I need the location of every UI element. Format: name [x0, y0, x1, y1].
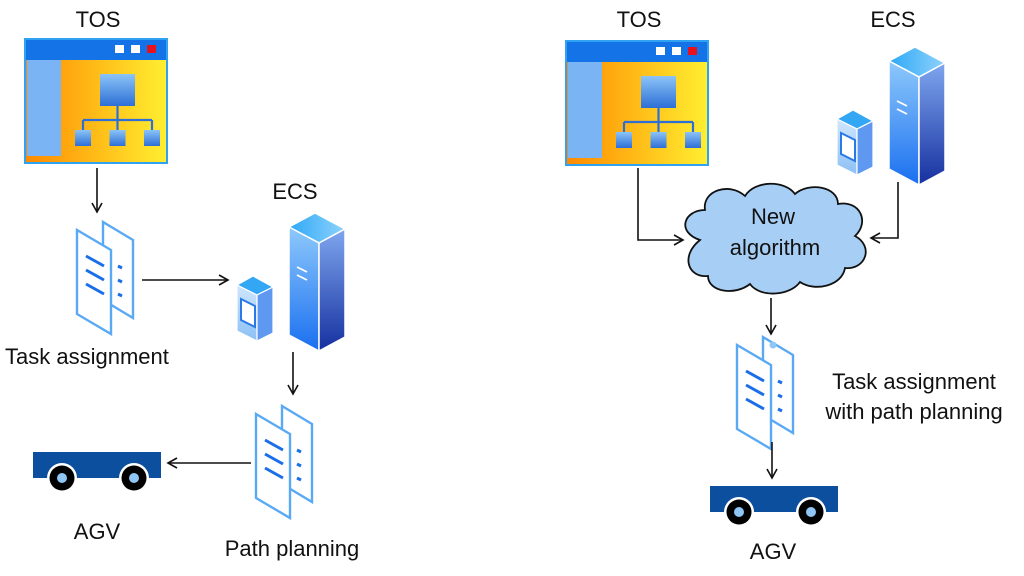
cloud-label-line2: algorithm: [729, 235, 821, 260]
agv-vehicle-icon: [33, 452, 161, 493]
task-document-icon: [75, 220, 135, 336]
agv-vehicle-icon-right: [710, 486, 838, 527]
new-algorithm-cloud: [684, 182, 867, 295]
path-planning-label: Path planning: [224, 536, 360, 561]
path-document-icon: [254, 404, 314, 520]
task-path-document-icon: [735, 335, 795, 451]
tos-window-icon: [22, 36, 170, 166]
document-dot: [769, 341, 777, 349]
arrow-tos-to-cloud: [637, 168, 685, 246]
right-ecs-label: ECS: [870, 7, 916, 32]
left-agv-label: AGV: [73, 519, 121, 544]
left-tos-label: TOS: [75, 7, 121, 32]
arrow-ecs-to-cloud: [869, 182, 899, 244]
task-path-label-line1: Task assignment: [832, 369, 996, 394]
right-tos-label: TOS: [616, 7, 662, 32]
tos-window-icon-right: [563, 38, 711, 168]
task-path-label-line2: with path planning: [825, 399, 1003, 424]
ecs-server-icon-right: [836, 46, 946, 186]
right-agv-label: AGV: [749, 539, 797, 564]
cloud-label-line1: New: [750, 204, 796, 229]
ecs-server-icon: [236, 212, 346, 352]
task-assignment-label: Task assignment: [5, 344, 169, 369]
left-ecs-label: ECS: [272, 179, 318, 204]
